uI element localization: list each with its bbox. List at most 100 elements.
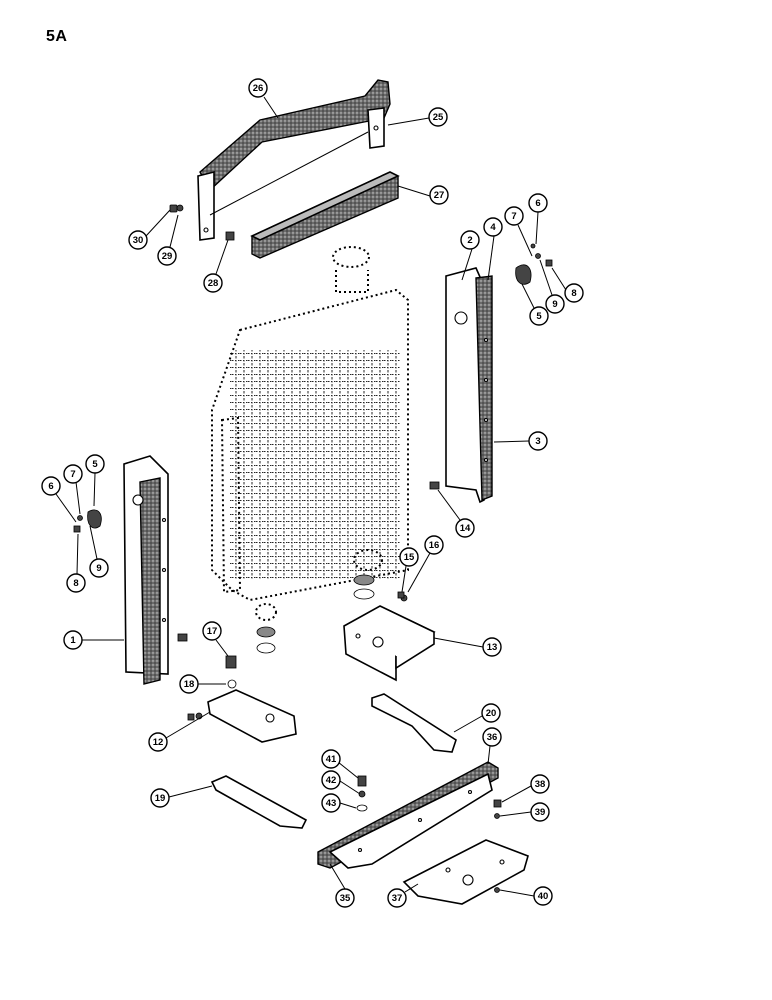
callout-circle bbox=[564, 283, 584, 303]
callout-25: 25 bbox=[428, 107, 448, 127]
callout-28: 28 bbox=[203, 273, 223, 293]
top-support-bar bbox=[197, 79, 391, 241]
callout-number: 28 bbox=[208, 278, 219, 289]
callout-number: 14 bbox=[460, 523, 471, 534]
callout-number: 37 bbox=[392, 893, 403, 904]
callout-number: 35 bbox=[340, 893, 351, 904]
callout-16: 16 bbox=[424, 535, 444, 555]
callout-circle bbox=[148, 732, 168, 752]
callout-circle bbox=[41, 476, 61, 496]
leader-lines bbox=[55, 96, 567, 897]
bracket-13 bbox=[343, 605, 436, 682]
callout-number: 7 bbox=[511, 211, 516, 222]
callout-circle bbox=[335, 888, 355, 908]
callout-39: 39 bbox=[530, 802, 550, 822]
callout-number: 43 bbox=[326, 798, 337, 809]
callout-number: 17 bbox=[207, 626, 218, 637]
callout-number: 25 bbox=[433, 112, 444, 123]
callout-number: 41 bbox=[326, 754, 337, 765]
callout-number: 5 bbox=[92, 459, 98, 470]
callout-number: 3 bbox=[535, 436, 540, 447]
callout-30: 30 bbox=[128, 230, 148, 250]
callout-9: 9 bbox=[545, 294, 565, 314]
callout-9: 9 bbox=[89, 558, 109, 578]
callout-circle bbox=[150, 788, 170, 808]
callout-circle bbox=[321, 749, 341, 769]
page-label: 5A bbox=[46, 28, 68, 45]
callout-circle bbox=[481, 703, 501, 723]
callout-number: 26 bbox=[253, 83, 264, 94]
callout-circle bbox=[203, 273, 223, 293]
callout-number: 29 bbox=[162, 251, 173, 262]
callout-number: 20 bbox=[486, 708, 497, 719]
callout-number: 38 bbox=[535, 779, 546, 790]
radiator-phantom bbox=[211, 246, 409, 621]
callout-number: 16 bbox=[429, 540, 440, 551]
callout-number: 19 bbox=[155, 793, 166, 804]
callout-3: 3 bbox=[528, 431, 548, 451]
mounting-pads bbox=[256, 574, 375, 654]
shim-plate-20 bbox=[371, 693, 457, 753]
callout-17: 17 bbox=[202, 621, 222, 641]
callout-41: 41 bbox=[321, 749, 341, 769]
callout-29: 29 bbox=[157, 246, 177, 266]
callout-circle bbox=[528, 431, 548, 451]
callout-4: 4 bbox=[483, 217, 503, 237]
callout-42: 42 bbox=[321, 770, 341, 790]
callout-18: 18 bbox=[179, 674, 199, 694]
callout-circle bbox=[321, 770, 341, 790]
callout-35: 35 bbox=[335, 888, 355, 908]
callout-number: 15 bbox=[404, 552, 415, 563]
callout-circle bbox=[482, 637, 502, 657]
callout-circle bbox=[63, 464, 83, 484]
callout-26: 26 bbox=[248, 78, 268, 98]
callout-number: 7 bbox=[70, 469, 75, 480]
right-side-panel bbox=[445, 267, 493, 504]
callout-circle bbox=[387, 888, 407, 908]
callout-number: 39 bbox=[535, 807, 546, 818]
callout-5: 5 bbox=[529, 306, 549, 326]
callout-number: 8 bbox=[571, 288, 576, 299]
callout-circle bbox=[66, 573, 86, 593]
callout-number: 40 bbox=[538, 891, 549, 902]
callout-13: 13 bbox=[482, 637, 502, 657]
callout-40: 40 bbox=[533, 886, 553, 906]
callout-circle bbox=[530, 774, 550, 794]
callout-number: 9 bbox=[96, 563, 101, 574]
callout-38: 38 bbox=[530, 774, 550, 794]
callout-27: 27 bbox=[429, 185, 449, 205]
callout-number: 6 bbox=[48, 481, 53, 492]
callout-circle bbox=[533, 886, 553, 906]
callout-circle bbox=[528, 193, 548, 213]
bottom-plate-37 bbox=[402, 839, 529, 905]
callout-2: 2 bbox=[460, 230, 480, 250]
callout-circle bbox=[202, 621, 222, 641]
callout-circle bbox=[157, 246, 177, 266]
callout-37: 37 bbox=[387, 888, 407, 908]
callout-circle bbox=[482, 727, 502, 747]
callout-circle bbox=[85, 454, 105, 474]
callout-number: 9 bbox=[552, 299, 557, 310]
callout-8: 8 bbox=[564, 283, 584, 303]
callout-circle bbox=[321, 793, 341, 813]
callout-number: 42 bbox=[326, 775, 337, 786]
callout-number: 6 bbox=[535, 198, 540, 209]
left-side-panel bbox=[123, 455, 169, 685]
callout-circle bbox=[483, 217, 503, 237]
callout-circle bbox=[248, 78, 268, 98]
callout-circle bbox=[504, 206, 524, 226]
callout-number: 12 bbox=[153, 737, 164, 748]
callout-number: 18 bbox=[184, 679, 195, 690]
callout-circle bbox=[399, 547, 419, 567]
callout-number: 27 bbox=[434, 190, 445, 201]
callout-circle bbox=[455, 518, 475, 538]
callout-12: 12 bbox=[148, 732, 168, 752]
callout-circle bbox=[545, 294, 565, 314]
callout-number: 5 bbox=[536, 311, 542, 322]
callout-14: 14 bbox=[455, 518, 475, 538]
callout-number: 36 bbox=[487, 732, 498, 743]
callout-group: 2625273029286724895375698141516171131820… bbox=[41, 78, 584, 908]
callout-number: 30 bbox=[133, 235, 144, 246]
callout-circle bbox=[89, 558, 109, 578]
